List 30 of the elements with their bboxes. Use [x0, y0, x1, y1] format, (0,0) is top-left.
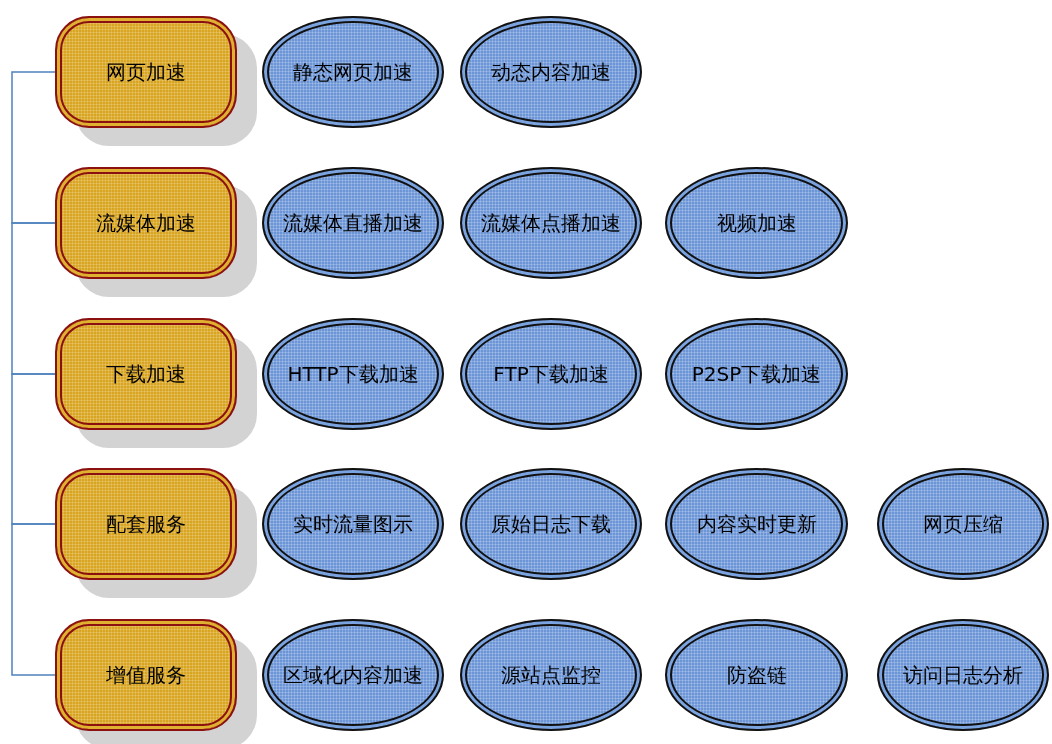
- category-box: [55, 318, 237, 430]
- node-label: 源站点监控: [501, 661, 601, 689]
- node-label: 访问日志分析: [903, 661, 1023, 689]
- node-label: 内容实时更新: [696, 510, 817, 538]
- node-label: FTP下载加速: [493, 360, 609, 388]
- category-box: [55, 16, 237, 128]
- node-label: 区域化内容加速: [283, 661, 423, 689]
- node-label: 动态内容加速: [491, 58, 611, 86]
- node-label: 原始日志下载: [491, 510, 611, 538]
- node-label: 流媒体加速: [96, 209, 196, 237]
- node-label: 视频加速: [716, 209, 797, 237]
- connector-line: [11, 71, 56, 224]
- node-label: 下载加速: [106, 360, 186, 388]
- category-box: [55, 167, 237, 279]
- node-label: 防盗链: [726, 661, 787, 689]
- category-box: [55, 468, 237, 580]
- node-label: 增值服务: [106, 661, 186, 689]
- category-box: [55, 619, 237, 731]
- connector-line: [11, 523, 56, 676]
- node-label: 静态网页加速: [293, 58, 413, 86]
- node-label: 网页压缩: [923, 510, 1003, 538]
- connector-line: [11, 222, 56, 375]
- node-label: HTTP下载加速: [287, 360, 419, 388]
- node-label: 网页加速: [106, 58, 186, 86]
- connector-line: [11, 373, 56, 525]
- node-label: 流媒体直播加速: [283, 209, 423, 237]
- node-label: 流媒体点播加速: [481, 209, 621, 237]
- node-label: 配套服务: [106, 510, 186, 538]
- node-label: 实时流量图示: [293, 510, 413, 538]
- node-label: P2SP下载加速: [691, 360, 822, 388]
